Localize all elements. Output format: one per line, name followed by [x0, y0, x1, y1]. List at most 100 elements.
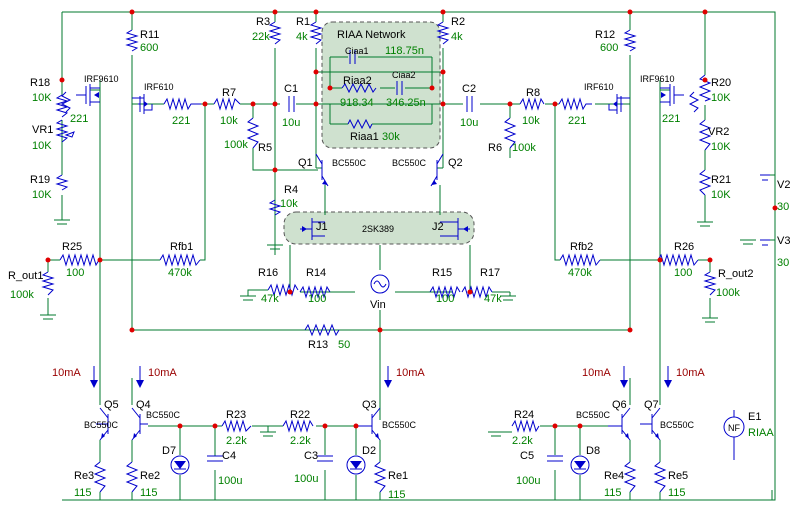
- bjt-q4: [131, 407, 148, 441]
- svg-text:10u: 10u: [282, 117, 300, 129]
- battery-v2: [760, 174, 770, 181]
- svg-text:R1: R1: [296, 16, 310, 28]
- svg-text:Q1: Q1: [298, 157, 313, 169]
- resistor-r25: [59, 253, 100, 267]
- jfet-pair-box: [283, 211, 475, 245]
- mosfet-irf610-left: [132, 94, 153, 114]
- svg-text:2.2k: 2.2k: [290, 435, 311, 447]
- source-symbols: [370, 174, 770, 460]
- resistor-re2: [125, 461, 139, 493]
- svg-text:C1: C1: [284, 83, 298, 95]
- svg-text:C4: C4: [222, 450, 236, 462]
- svg-text:C5: C5: [520, 450, 534, 462]
- resistor-gate-left: [163, 97, 201, 111]
- svg-text:10K: 10K: [711, 189, 731, 201]
- svg-text:R14: R14: [306, 267, 326, 279]
- resistor-r15: [429, 285, 461, 299]
- svg-text:10mA: 10mA: [52, 367, 81, 379]
- svg-text:918.34: 918.34: [340, 97, 374, 109]
- mosfet-symbols: [60, 84, 700, 114]
- svg-text:221: 221: [172, 115, 190, 127]
- svg-text:R15: R15: [432, 267, 452, 279]
- svg-text:VR1: VR1: [32, 124, 53, 136]
- resistor-r19: [55, 174, 69, 191]
- svg-text:R6: R6: [488, 142, 502, 154]
- gate-resistor-small-right: [688, 91, 700, 113]
- svg-text:100u: 100u: [218, 475, 242, 487]
- svg-text:Vin: Vin: [370, 299, 386, 311]
- resistor-r20: [698, 74, 712, 102]
- riaa-network-box: [321, 21, 441, 149]
- resistor-r13: [304, 323, 340, 337]
- svg-text:30: 30: [777, 201, 789, 213]
- riaa-network-title: RIAA Network: [337, 29, 406, 41]
- svg-text:D7: D7: [162, 445, 176, 457]
- svg-text:2SK389: 2SK389: [362, 224, 394, 234]
- svg-text:Q6: Q6: [612, 399, 627, 411]
- resistor-r16: [267, 283, 299, 297]
- svg-text:2.2k: 2.2k: [226, 435, 247, 447]
- resistor-r14: [299, 285, 331, 299]
- current-arrows: [90, 366, 672, 388]
- svg-text:R16: R16: [258, 267, 278, 279]
- resistor-r1: [309, 21, 323, 45]
- svg-text:100k: 100k: [10, 289, 34, 301]
- svg-text:10K: 10K: [32, 92, 52, 104]
- svg-text:10mA: 10mA: [148, 367, 177, 379]
- svg-text:221: 221: [662, 113, 680, 125]
- svg-text:C3: C3: [304, 450, 318, 462]
- svg-text:R4: R4: [284, 184, 298, 196]
- resistor-r22: [282, 419, 314, 433]
- svg-text:J1: J1: [316, 221, 328, 233]
- svg-text:IRF9610: IRF9610: [640, 74, 675, 84]
- svg-text:10mA: 10mA: [396, 367, 425, 379]
- svg-text:Re5: Re5: [668, 470, 688, 482]
- led-d7: [170, 455, 190, 475]
- svg-text:100: 100: [674, 267, 692, 279]
- component-labels: R11 600 R3 22k R1 4k R2 4k R12 600 R18 1…: [8, 16, 790, 501]
- resistor-r8: [519, 97, 545, 111]
- capacitor-c1: [288, 96, 295, 112]
- svg-text:BC550C: BC550C: [332, 158, 367, 168]
- resistor-re3: [93, 461, 107, 493]
- svg-text:115: 115: [604, 487, 622, 499]
- svg-text:10K: 10K: [711, 92, 731, 104]
- resistor-r2: [436, 21, 450, 45]
- svg-text:R2: R2: [451, 16, 465, 28]
- bjt-q2: [430, 153, 444, 187]
- svg-text:IRF610: IRF610: [144, 82, 174, 92]
- svg-text:V2: V2: [777, 179, 790, 191]
- svg-text:R18: R18: [30, 77, 50, 89]
- svg-text:10k: 10k: [280, 198, 298, 210]
- svg-text:10mA: 10mA: [582, 367, 611, 379]
- bjt-symbols: [96, 153, 661, 441]
- diode-symbols: [170, 455, 590, 475]
- label-r11: R11: [140, 29, 159, 41]
- mosfet-irf9610-left: [76, 84, 100, 106]
- svg-text:R25: R25: [62, 241, 82, 253]
- svg-text:C2: C2: [462, 83, 476, 95]
- svg-text:D8: D8: [586, 445, 600, 457]
- svg-text:Rfb2: Rfb2: [570, 241, 593, 253]
- svg-text:R19: R19: [30, 174, 50, 186]
- svg-text:R21: R21: [711, 174, 731, 186]
- svg-text:R13: R13: [308, 339, 328, 351]
- svg-text:R23: R23: [226, 409, 246, 421]
- svg-text:10k: 10k: [220, 115, 238, 127]
- bjt-q5: [96, 407, 109, 441]
- svg-text:E1: E1: [748, 411, 761, 423]
- svg-text:R5: R5: [258, 142, 272, 154]
- svg-text:R20: R20: [711, 77, 731, 89]
- svg-text:J2: J2: [432, 221, 444, 233]
- resistor-riaa2: [341, 82, 377, 94]
- wiring: [47, 11, 776, 501]
- led-d8: [570, 455, 590, 475]
- bjt-q7: [640, 407, 661, 441]
- potentiometer-vr2: [698, 119, 712, 151]
- resistor-r21: [698, 169, 712, 196]
- resistor-re1: [373, 461, 387, 493]
- resistor-r24: [511, 419, 540, 433]
- capacitor-c5: [547, 455, 563, 462]
- vin-source: [370, 274, 390, 294]
